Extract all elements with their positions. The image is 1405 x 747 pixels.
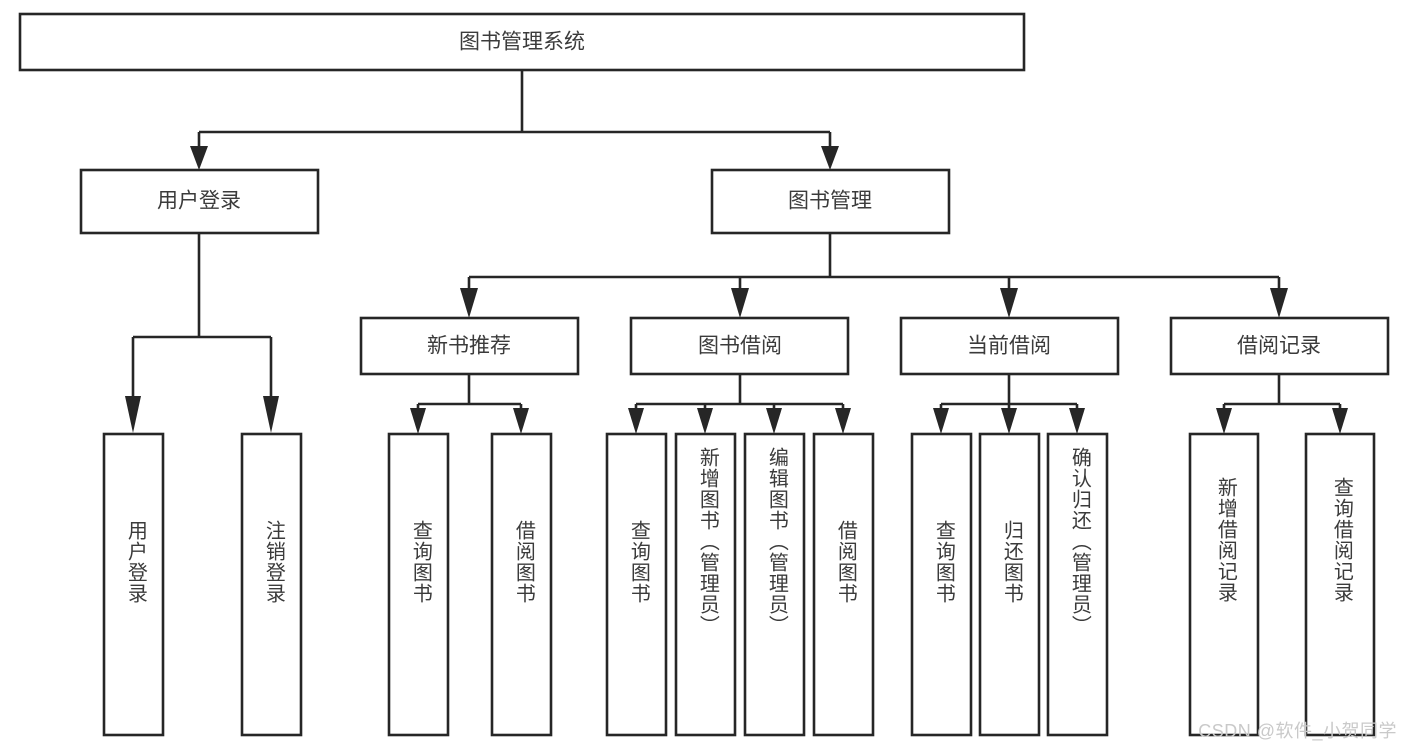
node-new-book-recommend-label: 新书推荐 (427, 335, 511, 358)
connector-group-root (190, 70, 839, 170)
arrowhead-leaf-br-2 (1332, 408, 1348, 434)
arrowhead-leaf-nbr-1 (410, 408, 426, 434)
arrowhead-leaf-br-1 (1216, 408, 1232, 434)
leaf-box-user-login-2[interactable] (240, 432, 303, 737)
leaf-box-nbr-1[interactable] (387, 432, 450, 737)
connector-group-user-login (125, 233, 279, 433)
node-current-borrow-box[interactable] (899, 316, 1120, 376)
arrowhead-leaf-cb-3 (1069, 408, 1085, 434)
node-new-book-recommend-box[interactable] (359, 316, 580, 376)
arrowhead-current-borrow (1000, 288, 1018, 318)
node-root-box[interactable] (18, 12, 1026, 72)
leaf-box-nbr-2[interactable] (490, 432, 553, 737)
node-user-login-label: 用户登录 (157, 190, 241, 213)
leaf-box-user-login-1[interactable] (102, 432, 165, 737)
node-book-manage-box[interactable] (710, 168, 951, 235)
arrowhead-leaf-user-login-2 (263, 396, 279, 433)
leaf-box-br-1[interactable] (1188, 432, 1260, 737)
node-current-borrow-label: 当前借阅 (967, 335, 1051, 358)
arrowhead-book-borrow (731, 288, 749, 318)
connector-group-borrow-record (1216, 374, 1348, 434)
node-borrow-record-label: 借阅记录 (1237, 335, 1321, 358)
arrowhead-book-manage (821, 146, 839, 170)
node-book-manage-label: 图书管理 (788, 190, 872, 213)
arrowhead-new-book-recommend (460, 288, 478, 318)
arrowhead-leaf-bb-2 (697, 408, 713, 434)
node-book-borrow-box[interactable] (629, 316, 850, 376)
node-book-borrow-label: 图书借阅 (698, 335, 782, 358)
arrowhead-leaf-bb-1 (628, 408, 644, 434)
arrowhead-leaf-cb-2 (1001, 408, 1017, 434)
node-root-label: 图书管理系统 (459, 31, 585, 54)
leaf-box-bb-1[interactable] (605, 432, 668, 737)
leaf-box-bb-2[interactable] (674, 432, 737, 737)
arrowhead-leaf-nbr-2 (513, 408, 529, 434)
leaf-box-cb-2[interactable] (978, 432, 1041, 737)
connector-group-book-manage (460, 233, 1288, 318)
arrowhead-leaf-bb-3 (766, 408, 782, 434)
connector-group-new-book-recommend (410, 374, 529, 434)
leaf-box-cb-3[interactable] (1046, 432, 1109, 737)
leaf-box-br-2[interactable] (1304, 432, 1376, 737)
leaf-box-bb-3[interactable] (743, 432, 806, 737)
node-user-login-box[interactable] (79, 168, 320, 235)
connector-group-book-borrow (628, 374, 851, 434)
arrowhead-leaf-cb-1 (933, 408, 949, 434)
leaf-box-cb-1[interactable] (910, 432, 973, 737)
leaf-box-bb-4[interactable] (812, 432, 875, 737)
arrowhead-leaf-bb-4 (835, 408, 851, 434)
connector-group-current-borrow (933, 374, 1085, 434)
node-borrow-record-box[interactable] (1169, 316, 1390, 376)
arrowhead-borrow-record (1270, 288, 1288, 318)
arrowhead-user-login (190, 146, 208, 170)
watermark-text: CSDN @软件_小贺同学 (1198, 721, 1397, 741)
arrowhead-leaf-user-login-1 (125, 396, 141, 433)
